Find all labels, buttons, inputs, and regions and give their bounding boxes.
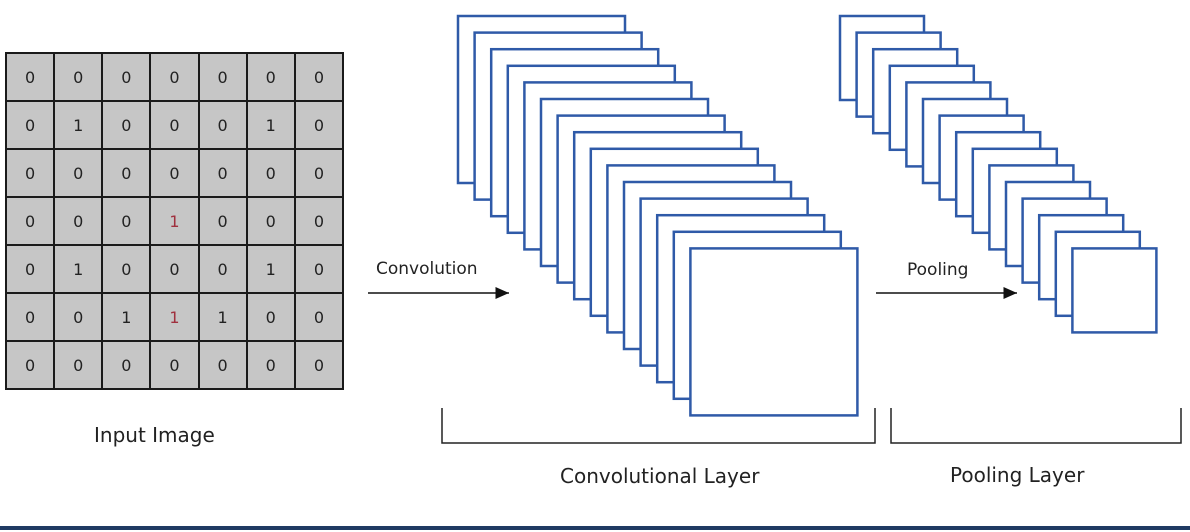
grid-cell: 0 [102, 245, 151, 293]
pooling-layer-bracket [890, 408, 1182, 444]
grid-cell: 0 [246, 293, 295, 341]
grid-cell: 0 [150, 53, 199, 101]
grid-cell: 0 [6, 197, 55, 245]
grid-cell: 0 [198, 53, 247, 101]
grid-cell: 0 [198, 245, 247, 293]
grid-cell: 0 [54, 197, 103, 245]
grid-cell: 1 [150, 293, 199, 341]
convolutional-feature-maps [456, 14, 859, 417]
grid-cell: 0 [6, 245, 55, 293]
grid-cell: 0 [294, 341, 343, 389]
grid-cell: 0 [54, 293, 103, 341]
grid-cell: 0 [294, 149, 343, 197]
convolution-arrow-label: Convolution [376, 259, 478, 279]
grid-cell: 0 [294, 53, 343, 101]
grid-cell: 1 [102, 293, 151, 341]
bottom-divider [0, 526, 1190, 530]
grid-cell: 0 [6, 149, 55, 197]
grid-cell: 0 [54, 53, 103, 101]
feature-map-frame [689, 247, 859, 417]
input-image-label: Input Image [94, 423, 215, 447]
grid-cell: 0 [6, 53, 55, 101]
grid-cell: 0 [294, 197, 343, 245]
grid-cell: 0 [150, 101, 199, 149]
grid-cell: 0 [246, 341, 295, 389]
grid-cell: 0 [150, 149, 199, 197]
grid-cell: 0 [294, 101, 343, 149]
grid-cell: 0 [102, 101, 151, 149]
grid-cell: 0 [246, 149, 295, 197]
grid-cell: 0 [198, 149, 247, 197]
grid-cell: 1 [246, 101, 295, 149]
grid-cell: 1 [246, 245, 295, 293]
grid-cell: 1 [198, 293, 247, 341]
grid-cell: 0 [246, 53, 295, 101]
grid-cell: 0 [294, 293, 343, 341]
grid-cell: 0 [150, 341, 199, 389]
grid-cell: 0 [294, 245, 343, 293]
grid-cell: 0 [102, 149, 151, 197]
grid-cell: 0 [198, 197, 247, 245]
grid-cell: 0 [102, 197, 151, 245]
pooling-feature-maps [838, 14, 1158, 334]
grid-cell: 0 [6, 341, 55, 389]
convolutional-layer-label: Convolutional Layer [560, 464, 760, 488]
grid-cell: 1 [54, 101, 103, 149]
grid-cell: 0 [150, 245, 199, 293]
convolutional-layer-bracket [441, 408, 876, 444]
pooling-layer-label: Pooling Layer [950, 463, 1085, 487]
grid-cell: 1 [150, 197, 199, 245]
grid-cell: 0 [54, 149, 103, 197]
pooling-arrow-label: Pooling [907, 260, 969, 280]
grid-cell: 0 [102, 53, 151, 101]
grid-cell: 0 [198, 101, 247, 149]
pooled-map-frame [1071, 247, 1158, 334]
grid-cell: 0 [246, 197, 295, 245]
grid-cell: 0 [6, 101, 55, 149]
grid-cell: 0 [102, 341, 151, 389]
grid-cell: 0 [198, 341, 247, 389]
grid-cell: 0 [54, 341, 103, 389]
grid-cell: 1 [54, 245, 103, 293]
grid-cell: 0 [6, 293, 55, 341]
